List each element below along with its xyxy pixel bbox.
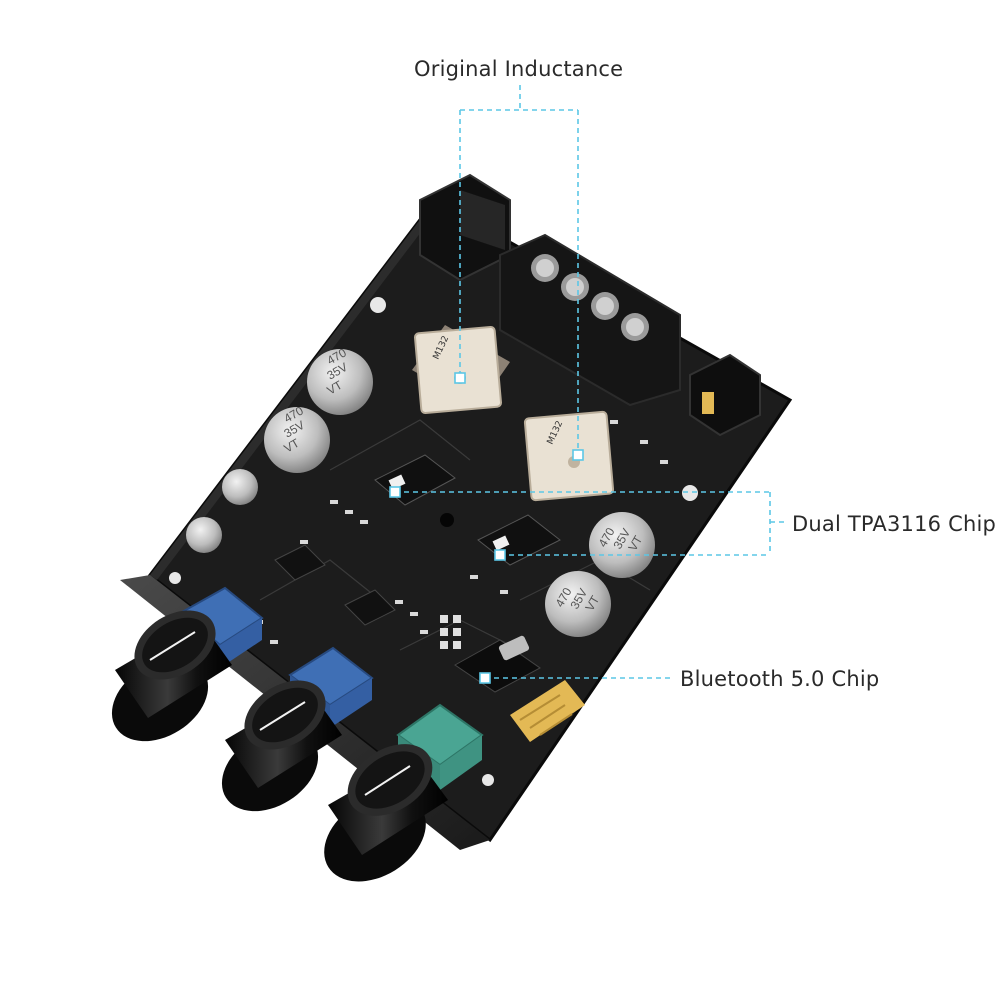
header-pins [440, 615, 461, 649]
callout-original-inductance: Original Inductance [414, 57, 624, 81]
capacitor: 470 35V VT [307, 345, 373, 415]
inductor-right: M132 [523, 410, 615, 502]
capacitor: 470 35V VT [545, 571, 611, 637]
bass-knob[interactable] [207, 666, 342, 828]
callout-marker [389, 486, 401, 498]
capacitor: 470 35V VT [589, 512, 655, 578]
callout-marker [494, 549, 506, 561]
volume-knob[interactable] [97, 596, 232, 758]
callout-lines [395, 85, 785, 679]
mounting-hole [682, 485, 698, 501]
capacitor: 470 35V VT [264, 403, 330, 473]
mounting-hole [482, 774, 494, 786]
callout-marker [454, 372, 466, 384]
speaker-terminal-block [499, 233, 681, 407]
svg-text:VT: VT [282, 435, 303, 455]
small-capacitor [222, 469, 258, 505]
svg-text:VT: VT [325, 377, 346, 397]
callout-marker [479, 672, 491, 684]
callout-bluetooth-chip: Bluetooth 5.0 Chip [680, 667, 880, 691]
op-amp-ic [344, 589, 396, 626]
mounting-hole [440, 513, 454, 527]
audio-jack [689, 353, 761, 437]
treble-knob[interactable] [308, 729, 448, 899]
inductor-left: M132 [412, 325, 510, 415]
mounting-hole [370, 297, 386, 313]
small-capacitor [186, 517, 222, 553]
callout-dual-tpa3116-chip: Dual TPA3116 Chip [792, 512, 997, 536]
op-amp-ic [274, 544, 326, 581]
bluetooth-antenna-icon [510, 680, 585, 742]
svg-text:VT: VT [625, 533, 645, 554]
svg-text:VT: VT [582, 593, 602, 614]
callout-marker [572, 449, 584, 461]
mounting-hole [169, 572, 181, 584]
